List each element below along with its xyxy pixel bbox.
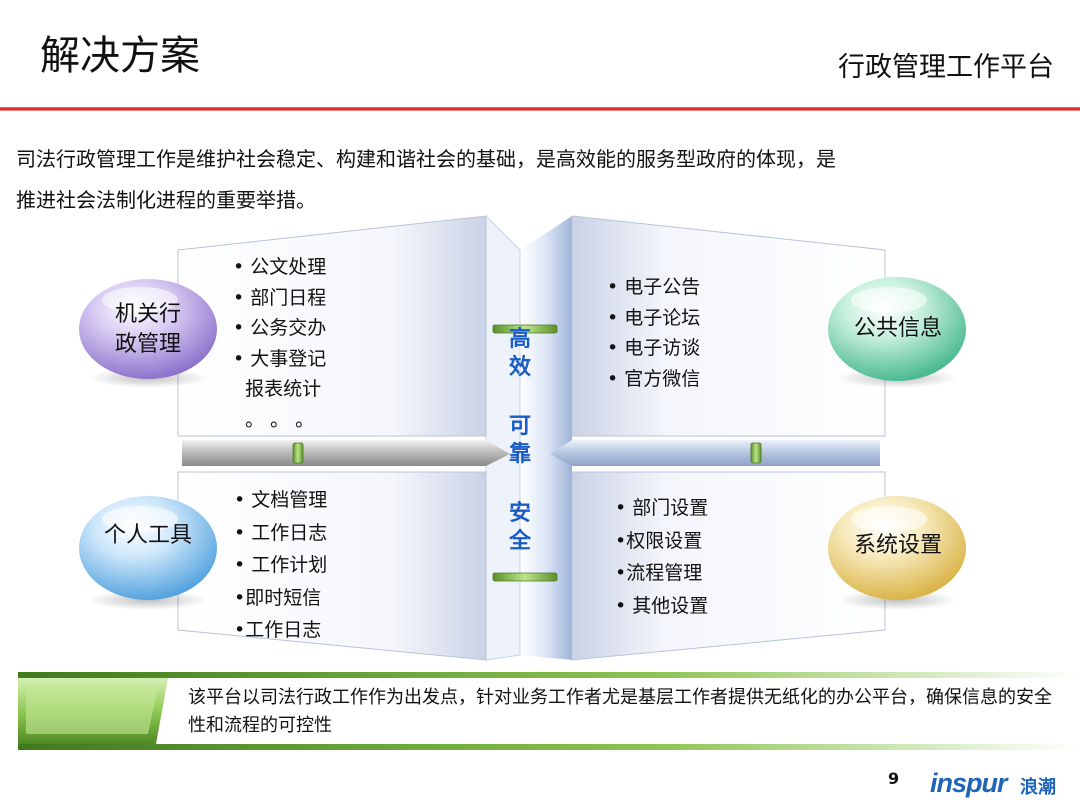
header-divider [0, 107, 1080, 111]
panel-bottom-right [571, 471, 886, 661]
list-personal-tools: • 文档管理 • 工作日志 • 工作计划 •即时短信 •工作日志 [234, 484, 327, 647]
intro-text-line-2: 推进社会法制化进程的重要举措。 [16, 188, 316, 212]
orb-public-info-label: 公共信息 [853, 316, 942, 341]
list-item: •工作日志 [234, 619, 322, 641]
panel-top-left [177, 215, 487, 437]
list-item: • 工作计划 [234, 554, 328, 576]
list-item: • 文档管理 [234, 489, 328, 511]
center-char: 可 [508, 414, 531, 439]
center-char: 全 [508, 529, 531, 554]
list-item: • 其他设置 [615, 594, 709, 617]
page-title: 解决方案 [40, 33, 200, 79]
list-item: • 公务交办 [233, 317, 327, 339]
connector-left [292, 442, 304, 464]
orb-admin-label-line-1: 机关行 [114, 302, 181, 327]
list-item: • 官方微信 [607, 367, 701, 390]
orb-system-settings-label: 系统设置 [853, 533, 942, 558]
list-item: • 电子论坛 [607, 306, 701, 329]
solution-diagram [79, 214, 966, 661]
center-char: 高 [508, 327, 531, 352]
center-word-reliable: 可 靠 [506, 413, 534, 469]
list-item: • 工作日志 [234, 521, 328, 544]
summary-text: 该平台以司法行政工作作为出发点，针对业务工作者尤是基层工作者提供无纸化的办公平台… [188, 687, 1052, 736]
list-item: •即时短信 [234, 586, 322, 609]
list-item: • 电子公告 [607, 276, 701, 298]
list-item: •权限设置 [615, 529, 703, 552]
list-item: • 公文处理 [233, 256, 327, 278]
center-bar-top [492, 324, 558, 334]
inspur-logo-cn: 浪潮 [1020, 777, 1056, 798]
connector-right [750, 442, 762, 464]
page-subtitle: 行政管理工作平台 [838, 52, 1054, 83]
list-system-settings: • 部门设置 •权限设置 •流程管理 • 其他设置 [615, 492, 708, 622]
center-char: 安 [508, 501, 531, 526]
list-admin-management: • 公文处理 • 部门日程 • 公务交办 • 大事登记 报表统计 。 。 。 [233, 252, 326, 435]
list-item: • 部门设置 [615, 497, 709, 519]
list-public-info: • 电子公告 • 电子论坛 • 电子访谈 • 官方微信 [607, 272, 700, 394]
orb-personal-tools-label: 个人工具 [103, 523, 192, 548]
divider-bar-right [550, 440, 880, 466]
center-char: 靠 [508, 442, 531, 467]
list-item: • 大事登记 [233, 347, 327, 370]
page-number: 9 [888, 769, 900, 788]
divider-bar-left [182, 440, 510, 466]
orb-admin-label-line-2: 政管理 [114, 332, 181, 357]
panel-top-right [571, 215, 886, 437]
intro-text-line-1: 司法行政管理工作是维护社会稳定、构建和谐社会的基础，是高效能的服务型政府的体现，… [16, 147, 836, 171]
inspur-logo: inspur [930, 768, 1008, 798]
center-char: 效 [508, 355, 531, 380]
list-item: •流程管理 [615, 562, 703, 584]
list-item: • 部门日程 [233, 286, 327, 309]
list-item: 。 。 。 [233, 408, 315, 431]
panel-bottom-left [177, 471, 487, 661]
list-item: • 电子访谈 [607, 337, 701, 359]
center-bar-bottom [492, 572, 558, 582]
list-item: 报表统计 [233, 378, 322, 400]
orb-admin-label: 机关行 政管理 [88, 300, 208, 360]
center-word-efficient: 高 效 [506, 326, 534, 382]
summary-banner [18, 672, 1080, 750]
center-word-secure: 安 全 [506, 500, 534, 556]
